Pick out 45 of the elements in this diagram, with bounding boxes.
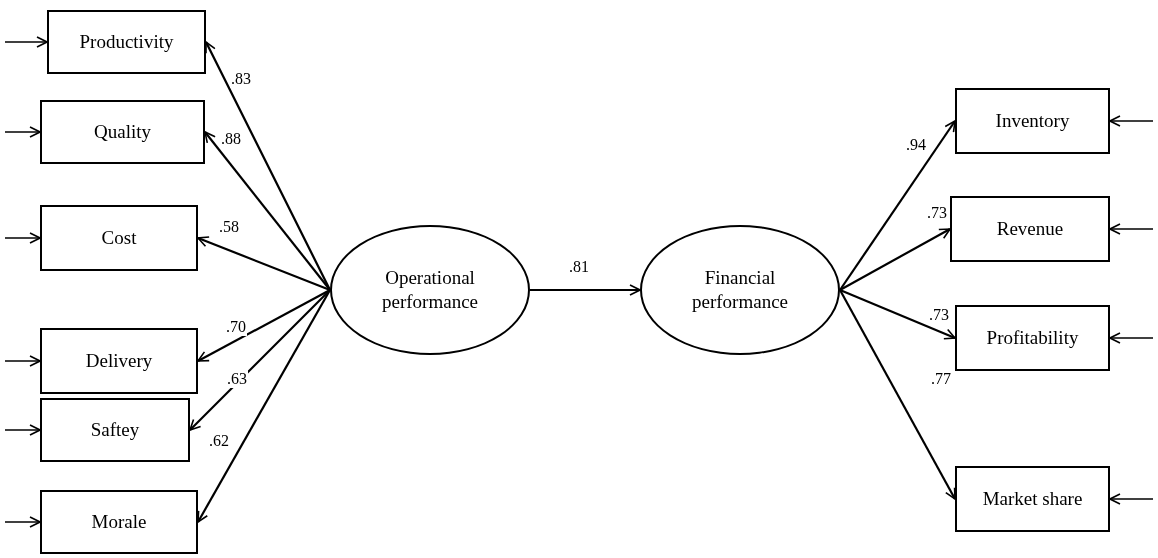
indicator-box bbox=[40, 100, 205, 164]
error-arrow bbox=[4, 516, 41, 528]
node-label: Operational performance bbox=[381, 266, 479, 314]
indicator-box bbox=[40, 490, 198, 554]
path-arrow bbox=[197, 289, 331, 362]
path-arrow bbox=[839, 228, 951, 291]
path-arrow bbox=[530, 284, 641, 296]
error-arrow bbox=[1109, 493, 1154, 505]
error-arrow bbox=[1109, 223, 1154, 235]
node-label: Profitability bbox=[986, 326, 1079, 350]
node-label: Financial performance bbox=[691, 266, 789, 314]
indicator-box bbox=[47, 10, 206, 74]
node-label: Revenue bbox=[996, 217, 1064, 241]
edge-label: .83 bbox=[230, 70, 252, 88]
error-arrow bbox=[4, 355, 41, 367]
indicator-box bbox=[955, 466, 1110, 532]
error-arrow bbox=[4, 36, 48, 48]
indicator-box bbox=[950, 196, 1110, 262]
edge-label: .63 bbox=[226, 370, 248, 388]
node-label: Saftey bbox=[90, 418, 140, 442]
error-arrow bbox=[4, 232, 41, 244]
node-label: Quality bbox=[94, 120, 151, 144]
error-arrow bbox=[4, 126, 41, 138]
error-arrow bbox=[1109, 115, 1154, 127]
indicator-box bbox=[955, 88, 1110, 154]
error-arrow bbox=[1109, 332, 1154, 344]
node-label: Cost bbox=[101, 226, 137, 250]
node-label: Inventory bbox=[995, 109, 1070, 133]
indicator-box bbox=[40, 205, 198, 271]
path-arrow bbox=[839, 289, 956, 500]
indicator-box bbox=[40, 398, 190, 462]
path-arrow bbox=[189, 289, 331, 431]
edge-label: .70 bbox=[225, 318, 247, 336]
path-arrow bbox=[839, 289, 956, 340]
node-label: Delivery bbox=[85, 349, 153, 373]
path-arrow bbox=[204, 131, 331, 291]
indicator-box bbox=[40, 328, 198, 394]
error-arrow bbox=[4, 424, 41, 436]
node-label: Market share bbox=[982, 487, 1083, 511]
path-arrow bbox=[197, 236, 331, 292]
node-label: Productivity bbox=[79, 30, 174, 54]
path-arrow bbox=[197, 289, 331, 523]
node-label: Morale bbox=[91, 510, 147, 534]
path-arrow bbox=[839, 120, 956, 291]
indicator-box bbox=[955, 305, 1110, 371]
